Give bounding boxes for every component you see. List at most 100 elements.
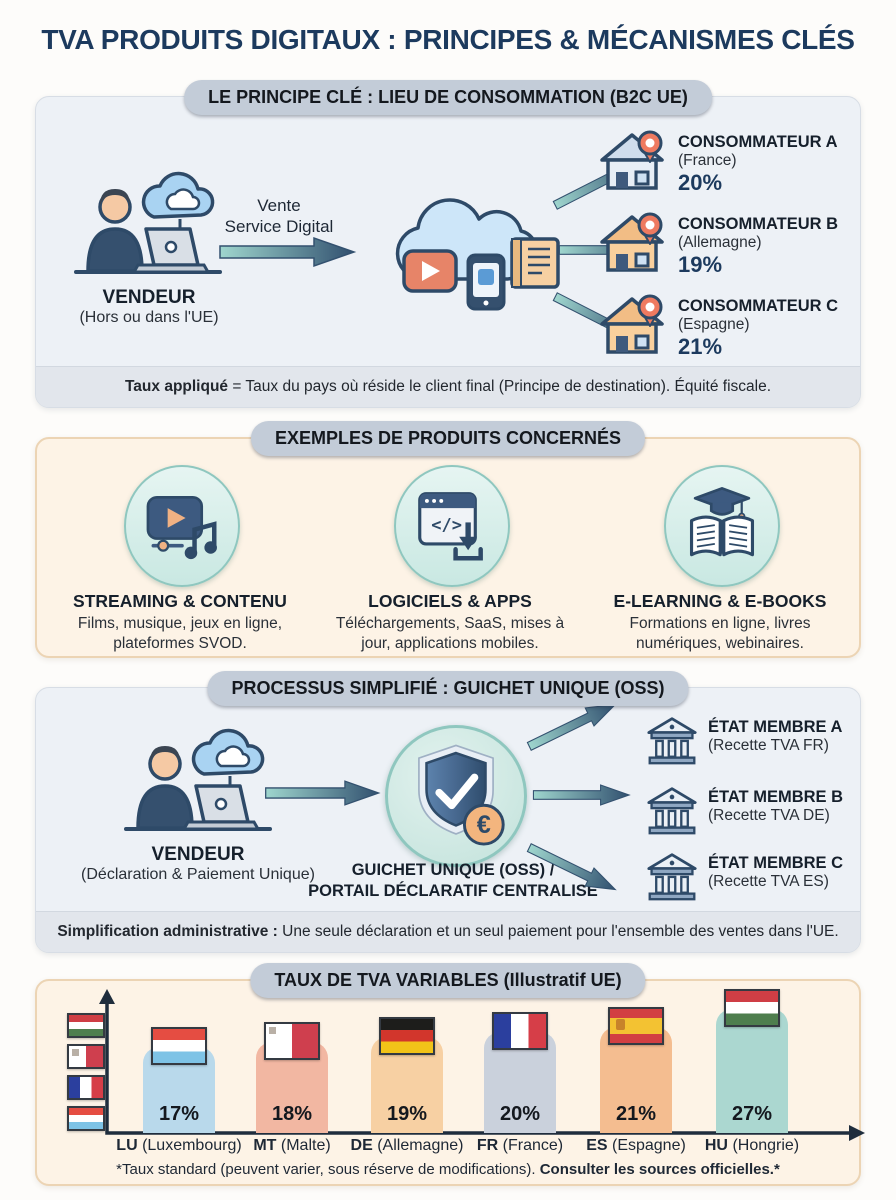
fan-arrow-b-icon (532, 784, 631, 806)
country-name: (Allemagne) (377, 1137, 464, 1154)
consumer-rate: 19% (678, 252, 723, 277)
vendor-sublabel: (Déclaration & Paiement Unique) (81, 866, 315, 883)
sale-label: Vente Service Digital (198, 195, 360, 237)
product-circle (664, 465, 780, 587)
luxembourg-flag (151, 1027, 207, 1065)
country-code: DE (350, 1137, 373, 1154)
cloud-digital-services-icon (395, 198, 560, 311)
video-player-music-icon (146, 495, 217, 560)
government-bank-icon (647, 787, 697, 835)
section3-panel: VENDEUR (Déclaration & Paiement Unique) … (35, 687, 861, 953)
section3-header: PROCESSUS SIMPLIFIÉ : GUICHET UNIQUE (OS… (207, 671, 689, 706)
product-title: STREAMING & CONTENU (73, 591, 287, 611)
bar-hu: 27% (716, 1009, 788, 1133)
chart-footnote: *Taux standard (peuvent varier, sous rés… (37, 1161, 859, 1178)
hungary-flag (67, 1013, 105, 1038)
country-name: (Malte) (280, 1137, 331, 1154)
product-desc: Films, musique, jeux en ligne, plateform… (77, 615, 283, 652)
sale-label-line2: Service Digital (224, 217, 334, 236)
footer-bold-text: Taux appliqué (124, 378, 229, 395)
sale-arrow-icon (219, 236, 357, 268)
hungary-flag (724, 989, 780, 1027)
vendor-label: VENDEUR (151, 844, 245, 865)
consumer-name: CONSOMMATEUR A (678, 133, 838, 151)
consumer-c-block: CONSOMMATEUR C (Espagne) 21% (678, 297, 863, 360)
country-code: HU (704, 1137, 728, 1154)
section2-panel: STREAMING & CONTENU Films, musique, jeux… (35, 437, 861, 658)
vendor-label: VENDEUR (102, 287, 196, 308)
france-flag (67, 1075, 105, 1100)
section2-header: EXEMPLES DE PRODUITS CONCERNÉS (250, 421, 646, 456)
luxembourg-flag (67, 1106, 105, 1131)
country-name: (Luxembourg) (142, 1137, 242, 1154)
svg-text:€: € (477, 811, 491, 839)
bar-value-label: 20% (499, 1103, 541, 1125)
state-b-block: ÉTAT MEMBRE B (Recette TVA DE) (708, 788, 863, 825)
section1-footer: Taux appliqué = Taux du pays où réside l… (36, 366, 860, 407)
state-name: ÉTAT MEMBRE A (708, 718, 843, 736)
country-code: MT (253, 1137, 277, 1154)
fan-arrow-a-icon (526, 703, 617, 751)
germany-flag (379, 1017, 435, 1055)
oss-label: GUICHET UNIQUE (OSS) / PORTAIL DÉCLARATI… (293, 860, 613, 902)
x-axis-label: ES (Espagne) (556, 1137, 716, 1155)
x-axis-label: FR (France) (440, 1137, 600, 1155)
footer-text: Une seule déclaration et un seul paiemen… (277, 923, 839, 940)
section4-header: TAUX DE TVA VARIABLES (Illustratif UE) (250, 963, 646, 998)
chart-axes (99, 989, 865, 1141)
consumer-a-block: CONSOMMATEUR A (France) 20% (678, 133, 863, 196)
declaration-arrow-icon (265, 780, 381, 806)
product-circle: </> (394, 465, 510, 587)
x-axis-label: MT (Malte) (212, 1137, 372, 1155)
country-name: (Espagne) (611, 1137, 686, 1154)
product-title: LOGICIELS & APPS (368, 591, 532, 611)
spain-flag (608, 1007, 664, 1045)
state-detail: (Recette TVA DE) (708, 807, 830, 824)
footnote-bold-text: Consulter les sources officielles.* (539, 1161, 780, 1178)
x-axis-label: LU (Luxembourg) (99, 1137, 259, 1155)
oss-label-line2: PORTAIL DÉCLARATIF CENTRALISÉ (308, 882, 598, 900)
state-detail: (Recette TVA ES) (708, 873, 829, 890)
page-title: TVA PRODUITS DIGITAUX : PRINCIPES & MÉCA… (41, 24, 855, 55)
consumer-country: (Espagne) (678, 316, 750, 333)
section4-panel: 17% 18% 19% 20% 21% 27% LU (Luxembourg) … (35, 979, 865, 1186)
malta-flag (264, 1022, 320, 1060)
product-title: E-LEARNING & E-BOOKS (613, 591, 827, 611)
consumer-name: CONSOMMATEUR B (678, 215, 839, 233)
svg-text:</>: </> (431, 515, 462, 535)
bar-value-label: 18% (271, 1103, 313, 1125)
section1-header: LE PRINCIPE CLÉ : LIEU DE CONSOMMATION (… (184, 80, 712, 115)
consumer-country: (France) (678, 152, 737, 169)
house-location-pin-icon (600, 130, 664, 190)
product-desc: Téléchargements, SaaS, mises à jour, app… (335, 615, 565, 652)
x-axis-label: HU (Hongrie) (672, 1137, 832, 1155)
section3-footer: Simplification administrative : Une seul… (36, 911, 860, 952)
malta-flag (67, 1044, 105, 1069)
country-code: FR (476, 1137, 499, 1154)
country-name: (France) (502, 1137, 564, 1154)
country-code: ES (586, 1137, 608, 1154)
country-name: (Hongrie) (732, 1137, 800, 1154)
bar-value-label: 19% (386, 1103, 428, 1125)
shield-check-euro-icon: € (418, 744, 505, 846)
bar-value-label: 21% (615, 1103, 657, 1125)
section1-panel: VENDEUR (Hors ou dans l'UE) Vente Servic… (35, 96, 861, 408)
house-location-pin-icon (600, 212, 664, 272)
vendor-laptop-cloud-icon (124, 728, 272, 831)
x-axis-label: DE (Allemagne) (327, 1137, 487, 1155)
house-location-pin-icon (600, 294, 664, 354)
product-desc: Formations en ligne, livres numériques, … (629, 615, 811, 652)
oss-label-line1: GUICHET UNIQUE (OSS) / (351, 861, 555, 879)
sale-label-line1: Vente (257, 196, 301, 215)
france-flag (492, 1012, 548, 1050)
vendor-sublabel: (Hors ou dans l'UE) (79, 309, 219, 326)
bar-value-label: 27% (731, 1103, 773, 1125)
consumer-rate: 20% (678, 170, 723, 195)
state-a-block: ÉTAT MEMBRE A (Recette TVA FR) (708, 718, 863, 755)
consumer-b-block: CONSOMMATEUR B (Allemagne) 19% (678, 215, 863, 278)
open-book-graduation-cap-icon (689, 487, 755, 557)
consumer-name: CONSOMMATEUR C (678, 297, 839, 315)
footnote-text: *Taux standard (peuvent varier, sous rés… (116, 1161, 540, 1178)
state-c-block: ÉTAT MEMBRE C (Recette TVA ES) (708, 854, 863, 891)
